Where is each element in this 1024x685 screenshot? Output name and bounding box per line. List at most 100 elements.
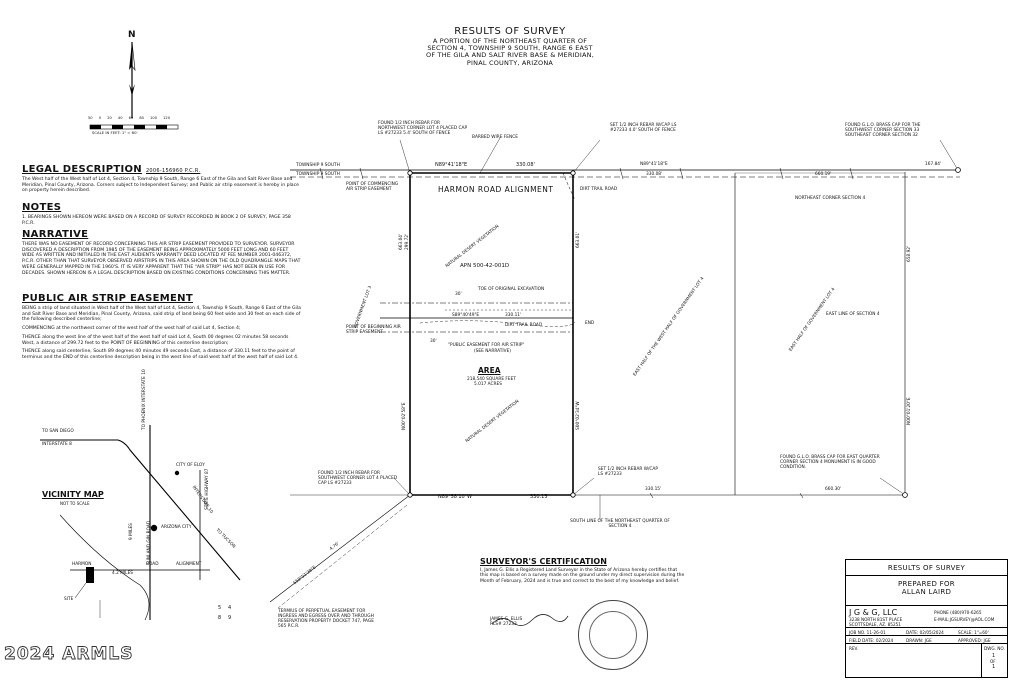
distance-660-19: 660.19'	[815, 172, 832, 177]
easement-p2: COMMENCING at the northwest corner of th…	[22, 326, 241, 332]
end-label: END	[585, 321, 595, 326]
narrative-text: THERE WAS NO EASEMENT OF RECORD CONCERNI…	[22, 242, 301, 276]
section-8: 8	[218, 615, 222, 621]
firm-phone: PHONE (480)970-6265	[934, 610, 982, 615]
firm-name: J G & G, LLC	[849, 608, 898, 617]
centerline-distance: 330.11'	[505, 313, 522, 318]
north-arrow-icon	[129, 41, 136, 118]
area-sqft: 218,540 SQUARE FEET	[467, 377, 516, 382]
vicinity-not-to-scale: NOT TO SCALE	[60, 501, 90, 506]
legal-doc-ref: 2006-156960 P.C.R.	[145, 168, 201, 174]
notes-heading: NOTES	[22, 202, 62, 213]
point-of-beginning: POINT OF BEGINNING AIR STRIP EASEMENT	[346, 325, 401, 335]
header-line: SECTION 4, TOWNSHIP 9 SOUTH, RANGE 6 EAS…	[427, 43, 593, 52]
far-east-distance: 658.92'	[907, 245, 912, 262]
south-line-label: SOUTH LINE OF THE NORTHEAST QUARTER OF S…	[570, 519, 670, 529]
far-east-bearing: N00°01'20"E	[907, 397, 912, 425]
vicinity-map	[40, 425, 241, 621]
found-glo-bottom: FOUND G.L.O. BRASS CAP FOR EAST QUARTER …	[780, 455, 880, 470]
see-narrative: (SEE NARRATIVE)	[474, 349, 511, 354]
client-name: ALLAN LAIRD	[901, 588, 952, 596]
firm-email: E-MAIL:JGSURVEY@AOL.COM	[934, 617, 995, 622]
top-distance-right: 330.08'	[646, 172, 663, 177]
easement-p1: BEING a strip of land situated in West h…	[22, 306, 301, 323]
title-block-title: RESULTS OF SURVEY	[887, 564, 966, 572]
set-ne-rebar: SET 1/2 INCH REBAR W/CAP LS #27233 4.0' …	[610, 123, 677, 133]
alignment-label: ALIGNMENT	[176, 562, 202, 567]
firm-address-2: SCOTTSDALE, AZ. 85251	[849, 622, 901, 627]
apn: APN 500-42-001D	[460, 263, 510, 269]
area-title: AREA	[478, 366, 501, 375]
east-bearing: S00°02'34"W	[576, 401, 581, 430]
toe-excavation: TOE OF ORIGINAL EXCAVATION	[478, 287, 545, 292]
dirt-trail-north: DIRT TRAIL ROAD	[580, 187, 618, 192]
sunland-gin-road: SUNLAND GIN ROAD	[147, 520, 152, 565]
top-distance: 330.08'	[516, 162, 535, 168]
bottom-bearing: N89°58'10"W	[438, 494, 472, 500]
to-san-diego: TO SAN DIEGO	[42, 429, 74, 434]
scale-bar	[89, 124, 179, 130]
narrative: NARRATIVE THERE WAS NO EASEMENT OF RECOR…	[22, 229, 302, 279]
harmon-label: HARMON	[72, 562, 92, 567]
scale-ticks: 50 0 20 40 60 80 100 120	[88, 116, 170, 120]
survey-header: RESULTS OF SURVEY A PORTION OF THE NORTH…	[360, 26, 660, 67]
approved-by: APPROVED: JGE	[958, 638, 991, 643]
found-nw-rebar: FOUND 1/2 INCH REBAR FOR NORTHWEST CORNE…	[378, 121, 468, 136]
title-block: RESULTS OF SURVEY PREPARED FOR ALLAN LAI…	[845, 559, 1008, 678]
notes-text: 1. BEARINGS SHOWN HEREON WERE BASED ON A…	[22, 215, 291, 226]
easement-p3: THENCE along the west line of the west h…	[22, 334, 289, 346]
distance-167-84: 167.84'	[925, 162, 942, 167]
notes: NOTES 1. BEARINGS SHOWN HEREON WERE BASE…	[22, 202, 302, 229]
top-bearing-right: N89°41'18"E	[640, 162, 668, 167]
scale-caption: SCALE IN FEET: 1" = 60'	[92, 130, 138, 135]
surveyor-name: JAMES G. ELLIS	[490, 617, 523, 622]
distance-660-30: 660.30'	[825, 487, 842, 492]
header-line: OF THE GILA AND SALT RIVER BASE & MERIDI…	[426, 51, 594, 60]
barbed-wire-label: BARBED WIRE FENCE	[472, 135, 518, 140]
township-label-right: TOWNSHIP 9 SOUTH	[296, 172, 340, 177]
easement-heading: PUBLIC AIR STRIP EASEMENT	[22, 293, 193, 304]
survey-title: RESULTS OF SURVEY	[454, 26, 566, 37]
township-label-left: TOWNSHIP 9 SOUTH	[296, 163, 340, 168]
revision-label: REV.	[849, 646, 859, 651]
bottom-distance-right: 330.15'	[645, 487, 662, 492]
section-4: 4	[228, 605, 232, 611]
sheet-number: 1	[992, 653, 996, 659]
signature-icon	[491, 614, 569, 626]
west-distance-mid: 299.72'	[405, 233, 410, 250]
drawing-number-label: DWG. NO.	[984, 646, 1005, 651]
legal-heading: LEGAL DESCRIPTION	[22, 164, 142, 175]
found-glo-top: FOUND G.L.O. BRASS CAP FOR THE SOUTHWEST…	[845, 123, 921, 138]
north-letter: N	[128, 30, 136, 40]
city-of-eloy: CITY OF ELOY	[176, 463, 205, 468]
west-bearing: N00°02'58"E	[402, 402, 407, 430]
east-distance: 663.01'	[576, 231, 581, 248]
drawn-by: DRAWN: JGE	[906, 638, 932, 643]
vicinity-heading: VICINITY MAP	[42, 490, 104, 499]
northeast-corner-label: NORTHEAST CORNER SECTION 4	[795, 196, 866, 201]
set-se-rebar: SET 1/2 INCH REBAR W/CAP LS #27233	[598, 467, 658, 477]
east-line-section-4: EAST LINE OF SECTION 4	[826, 312, 880, 317]
prepared-for: PREPARED FOR	[898, 580, 955, 588]
dirt-trail-road: DIRT TRAIL ROAD	[505, 323, 543, 328]
centerline-bearing: S89°40'49"E	[452, 313, 480, 318]
thirty-bottom: 30'	[430, 339, 437, 344]
area-acres: 5.017 ACRES	[474, 382, 502, 387]
nine-miles: 9 MILES	[129, 523, 134, 540]
point-of-commencing: POINT OF COMMENCING AIR STRIP EASEMENT	[346, 182, 399, 192]
section-9: 9	[228, 615, 232, 621]
job-date: DATE: 02/05/2024	[906, 630, 944, 635]
interstate-8: INTERSTATE 8	[42, 442, 72, 447]
surveyor-rls: RLS# 27233	[490, 622, 517, 627]
section-5: 5	[218, 605, 222, 611]
air-strip-easement: PUBLIC AIR STRIP EASEMENT BEING a strip …	[22, 293, 302, 364]
legal-text: The West half of the West half of Lot 4,…	[22, 177, 299, 194]
header-line: PINAL COUNTY, ARIZONA	[466, 58, 554, 67]
harmon-road-alignment: HARMON ROAD ALIGNMENT	[438, 185, 554, 194]
certification-heading: SURVEYOR'S CERTIFICATION	[480, 557, 607, 566]
site-label: SITE	[64, 597, 74, 602]
sheet-of: OF	[990, 659, 996, 664]
four-miles: 4.2 MILES	[112, 571, 134, 576]
